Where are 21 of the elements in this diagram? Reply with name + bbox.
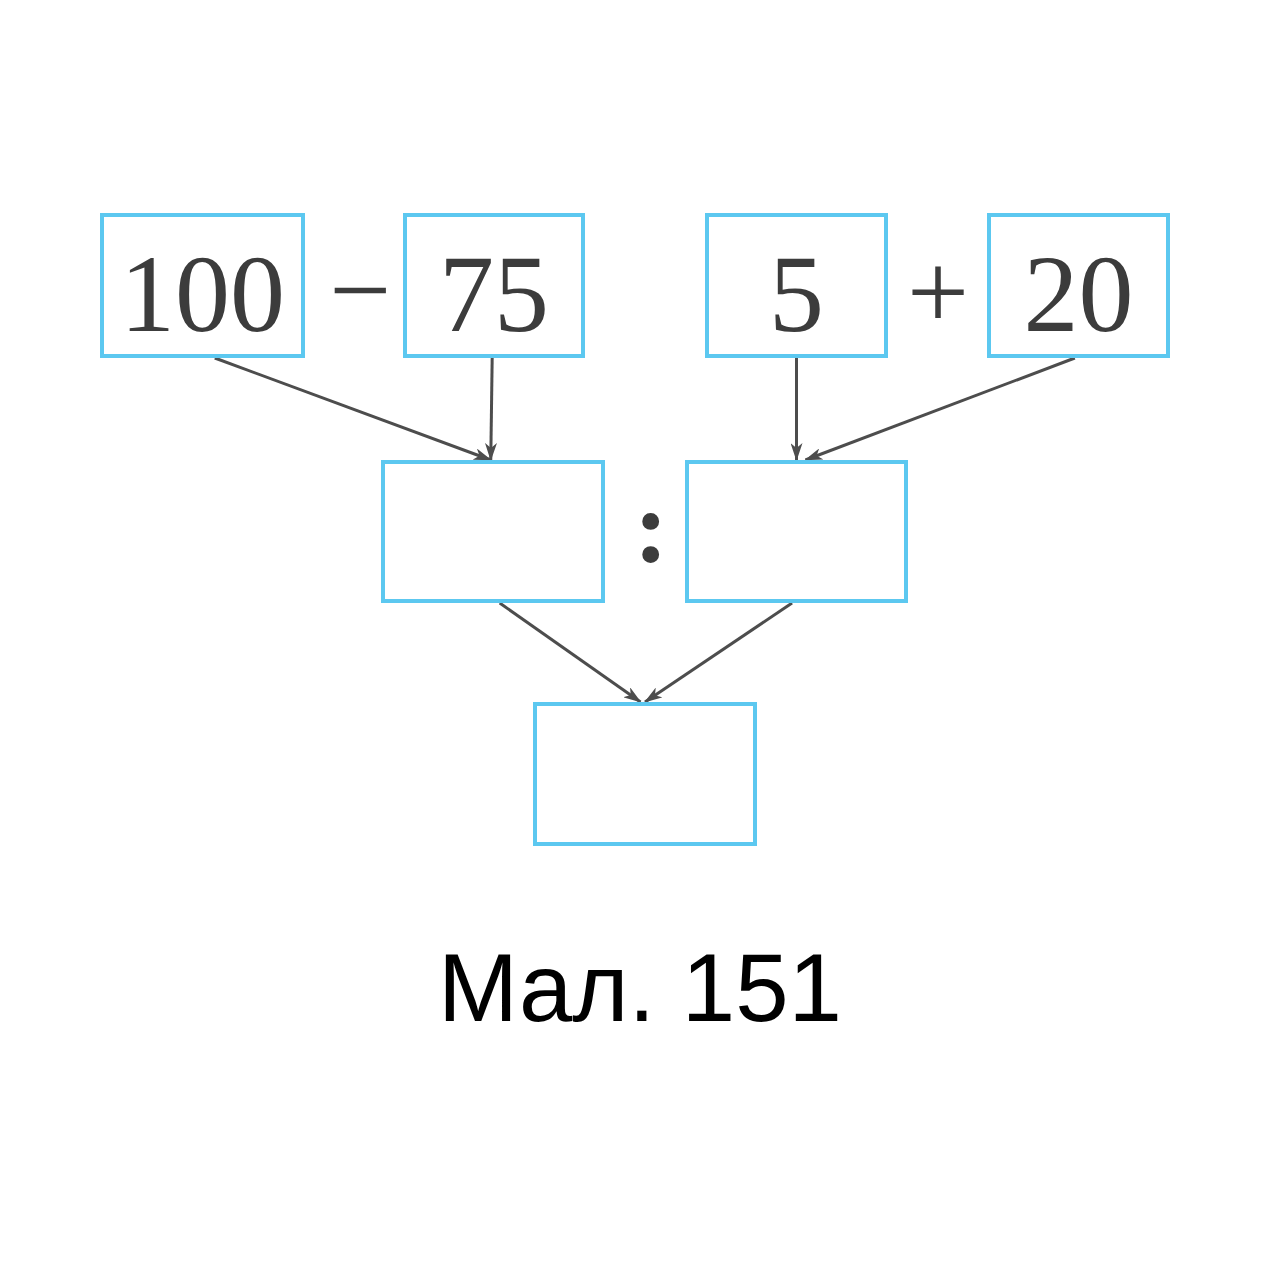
number-box <box>100 213 305 358</box>
number-text: 20 <box>1023 238 1134 349</box>
number-text: 5 <box>769 238 824 349</box>
arrow <box>485 357 497 461</box>
number-box <box>403 213 585 358</box>
figure-caption: Мал. 151 <box>438 940 842 1036</box>
number-box <box>987 213 1170 358</box>
division-sign: : <box>633 475 669 579</box>
minus-sign: − <box>329 235 391 345</box>
arrow <box>804 356 1076 462</box>
answer-box <box>685 460 908 603</box>
arrow <box>644 601 793 704</box>
arrow <box>214 356 492 462</box>
plus-sign: + <box>907 237 969 347</box>
answer-box <box>381 460 605 603</box>
number-text: 75 <box>439 238 549 349</box>
arrow <box>498 601 642 704</box>
answer-box <box>533 702 757 846</box>
arrow <box>790 358 803 461</box>
number-text: 100 <box>120 238 285 349</box>
number-box <box>705 213 888 358</box>
